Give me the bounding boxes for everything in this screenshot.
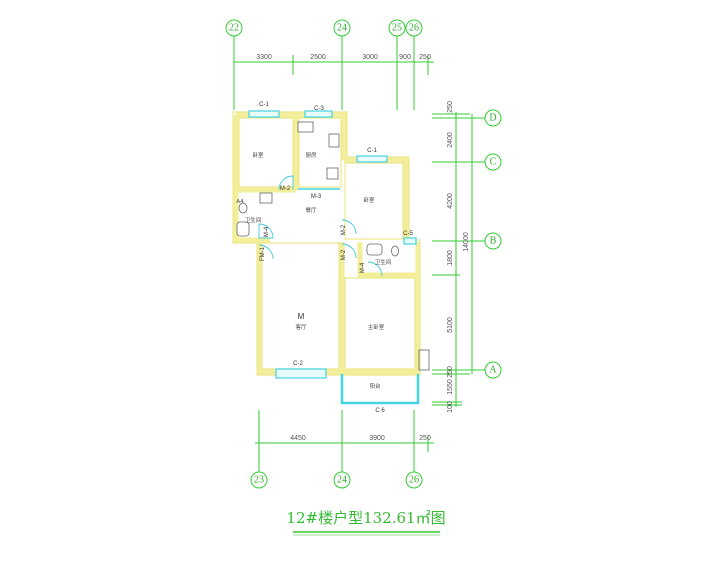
axis-label: B — [490, 236, 497, 247]
room-label-kitchen: 厨房 — [305, 151, 317, 159]
dimension-text: 1550 — [447, 379, 454, 395]
window-c1 — [356, 155, 388, 163]
axis-bubble-24 — [333, 471, 351, 489]
axis-bubble-25 — [388, 19, 406, 37]
window-c2 — [275, 368, 327, 379]
axis-bubble-26 — [405, 19, 423, 37]
axis-bubble-22 — [225, 19, 243, 37]
dimension-text: 250 — [447, 366, 454, 378]
dimension-text: 1800 — [447, 250, 454, 266]
doors: M-2 M-3 M-4 FM-1 M-2 M-2 M-4 — [258, 175, 383, 277]
dimension-text: 250 — [419, 54, 431, 61]
window-label: C-3 — [314, 106, 324, 112]
axis-label: 23 — [254, 475, 264, 486]
fridge-icon — [326, 167, 339, 180]
windows: C-1 C-3 C-1 C-5 C-2 C 6 — [248, 102, 417, 414]
dimension-text: 3900 — [369, 435, 385, 442]
room-labels: 卧室 厨房 卧室 A4 卫生间 餐厅 M 客厅 卫生间 主卧室 阳台 — [236, 151, 391, 390]
window-label: C-2 — [293, 361, 303, 367]
axis-bubble-23 — [250, 471, 268, 489]
axis-label: 26 — [409, 475, 419, 486]
door-label: M-4 — [264, 226, 270, 237]
room-label-living: 客厅 — [295, 323, 307, 331]
washbasin-icon — [366, 243, 383, 256]
dimension-text: 250 — [419, 435, 431, 442]
right-axis-grid: D C B A 250 2400 4200 1800 5100 250 1550… — [432, 101, 502, 413]
axis-bubble-B — [484, 232, 502, 250]
dimension-text: 2400 — [447, 132, 454, 148]
dimension-text: 3000 — [362, 54, 378, 61]
axis-bubble-24 — [333, 19, 351, 37]
window-label: C-5 — [403, 231, 413, 237]
balcony-railing — [340, 374, 420, 405]
window-c1 — [248, 110, 280, 118]
dimension-text: 3300 — [256, 54, 272, 61]
axis-label: D — [489, 113, 496, 124]
room-label-bathroom: 卫生间 — [375, 258, 392, 266]
door-label: FM-1 — [260, 246, 266, 261]
room-label-master-bedroom: 主卧室 — [368, 323, 385, 331]
window-label: C-1 — [259, 102, 269, 108]
washbasin-icon — [259, 192, 273, 204]
drawing-title: 12#楼户型132.61㎡图 — [286, 509, 445, 527]
stove-icon — [328, 133, 340, 148]
dimension-text: 5100 — [447, 317, 454, 333]
bottom-axis-grid: 23 24 26 4450 3900 250 — [250, 410, 434, 489]
axis-label: A — [489, 365, 497, 376]
room-label-bathroom: 卫生间 — [245, 216, 262, 224]
dimension-text: 100 — [447, 401, 454, 413]
window-c5 — [403, 237, 417, 245]
axis-label: 24 — [337, 23, 347, 34]
axis-label: 24 — [337, 475, 347, 486]
walls — [232, 111, 430, 376]
room-label-a4: A4 — [236, 199, 244, 205]
axis-label: C — [490, 157, 497, 168]
window-label: C 6 — [375, 408, 385, 414]
door-label: M-4 — [360, 262, 366, 273]
door-label: M-2 — [341, 224, 347, 235]
dimension-total: 14000 — [463, 232, 470, 252]
dimension-text: 2500 — [310, 54, 326, 61]
toilet-icon — [391, 245, 399, 257]
axis-label: 22 — [229, 23, 239, 34]
axis-bubble-C — [484, 153, 502, 171]
axis-bubble-26 — [405, 471, 423, 489]
door-label: M-2 — [341, 249, 347, 260]
room-label-bedroom: 卧室 — [363, 196, 375, 204]
window-c3 — [304, 110, 333, 118]
dimension-text: 4200 — [447, 193, 454, 209]
fixtures — [236, 121, 399, 257]
toilet-icon — [238, 202, 248, 214]
axis-bubble-A — [484, 361, 502, 379]
sink-icon — [297, 121, 314, 133]
axis-label: 25 — [392, 23, 402, 34]
room-label-dining: 餐厅 — [305, 206, 317, 214]
room-mark: M — [298, 312, 305, 321]
top-axis-grid: 22 24 25 26 3300 2500 3000 900 250 — [225, 19, 434, 110]
dimension-text: 4450 — [290, 435, 306, 442]
room-label-bedroom: 卧室 — [252, 151, 264, 159]
dimension-text: 900 — [399, 54, 411, 61]
bathtub-icon — [236, 221, 250, 237]
axis-label: 26 — [409, 23, 419, 34]
door-label: M-3 — [311, 194, 322, 200]
window-label: C-1 — [367, 148, 377, 154]
room-label-balcony: 阳台 — [369, 382, 381, 390]
door-label: M-2 — [280, 186, 291, 192]
axis-bubble-D — [484, 109, 502, 127]
dimension-text: 250 — [447, 101, 454, 113]
